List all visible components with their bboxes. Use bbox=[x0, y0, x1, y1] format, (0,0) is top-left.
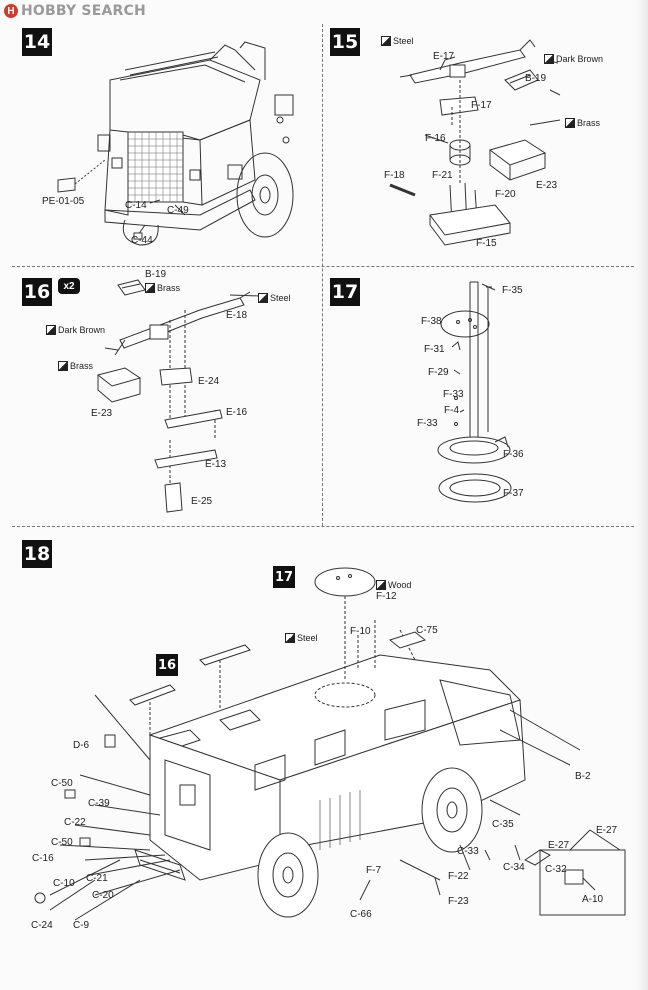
part-label: C-75 bbox=[416, 625, 438, 636]
step-18-vehicle-drawing bbox=[34, 567, 626, 921]
part-label: E-25 bbox=[191, 496, 213, 507]
part-label: E-24 bbox=[198, 376, 220, 387]
part-label: C-32 bbox=[545, 864, 567, 875]
logo-mark-icon: H bbox=[4, 4, 18, 18]
paint-icon bbox=[258, 293, 268, 303]
part-label: F-31 bbox=[424, 344, 445, 355]
part-label: C-66 bbox=[350, 909, 372, 920]
part-label: F-20 bbox=[495, 189, 516, 200]
site-logo[interactable]: H HOBBY SEARCH bbox=[4, 3, 146, 19]
quantity-badge: x2 bbox=[58, 278, 80, 294]
part-label: C-9 bbox=[73, 920, 90, 931]
step-18-badge: 18 bbox=[22, 540, 52, 568]
part-label: E-16 bbox=[226, 407, 248, 418]
paint-icon bbox=[544, 54, 554, 64]
part-label: C-22 bbox=[64, 817, 86, 828]
paint-callout-dark-brown: Dark Brown bbox=[46, 325, 105, 335]
part-label: F-33 bbox=[443, 389, 464, 400]
paint-icon bbox=[565, 118, 575, 128]
part-label: E-27 bbox=[596, 825, 618, 836]
paint-icon bbox=[381, 36, 391, 46]
part-label: C-34 bbox=[503, 862, 525, 873]
part-label: C-14 bbox=[125, 200, 147, 211]
paint-icon bbox=[376, 580, 386, 590]
part-label: C-21 bbox=[86, 873, 108, 884]
part-label: C-20 bbox=[92, 890, 114, 901]
logo-text: HOBBY SEARCH bbox=[21, 3, 146, 19]
part-label: E-23 bbox=[536, 180, 558, 191]
part-label: B-2 bbox=[575, 771, 591, 782]
part-label: E-23 bbox=[91, 408, 113, 419]
step-16-badge: 16 bbox=[22, 278, 52, 306]
part-label: E-18 bbox=[226, 310, 248, 321]
part-label: PE-01-05 bbox=[42, 196, 85, 207]
part-label: C-16 bbox=[32, 853, 54, 864]
horizontal-divider-1 bbox=[12, 266, 634, 267]
part-label: C-39 bbox=[88, 798, 110, 809]
part-label: D-6 bbox=[73, 740, 90, 751]
paint-icon bbox=[145, 283, 155, 293]
paint-callout-dark-brown: Dark Brown bbox=[544, 54, 603, 64]
part-label: E-17 bbox=[433, 51, 455, 62]
part-label: F-17 bbox=[471, 100, 492, 111]
part-label: C-44 bbox=[131, 235, 153, 246]
part-label: C-49 bbox=[167, 205, 189, 216]
step-ref-17-badge: 17 bbox=[273, 566, 295, 588]
horizontal-divider-2 bbox=[12, 526, 634, 527]
step-16-gun-mount-drawing bbox=[96, 279, 261, 513]
step-15-badge: 15 bbox=[330, 28, 360, 56]
part-label: F-12 bbox=[376, 591, 397, 602]
part-label: F-29 bbox=[428, 367, 449, 378]
part-label: A-10 bbox=[582, 894, 604, 905]
paint-icon bbox=[46, 325, 56, 335]
page-edge-shadow bbox=[636, 0, 648, 990]
part-label: F-16 bbox=[425, 133, 446, 144]
step-ref-16-badge: 16 bbox=[156, 654, 178, 676]
paint-callout-brass: Brass bbox=[565, 118, 600, 128]
paint-callout-steel: Steel bbox=[381, 36, 414, 46]
step-14-vehicle-front-drawing bbox=[57, 41, 294, 246]
paint-icon bbox=[285, 633, 295, 643]
part-label: F-10 bbox=[350, 626, 371, 637]
part-label: C-50 bbox=[51, 778, 73, 789]
part-label: E-27 bbox=[548, 840, 570, 851]
paint-callout-brass: Brass bbox=[58, 361, 93, 371]
part-label: C-50 bbox=[51, 837, 73, 848]
step-17-turret-ring-drawing bbox=[437, 281, 512, 503]
part-label: C-33 bbox=[457, 846, 479, 857]
step-17-badge: 17 bbox=[330, 278, 360, 306]
part-label: C-35 bbox=[492, 819, 514, 830]
part-label: F-37 bbox=[503, 488, 524, 499]
paint-callout-steel: Steel bbox=[258, 293, 291, 303]
step-14-badge: 14 bbox=[22, 28, 52, 56]
paint-callout-steel: Steel bbox=[285, 633, 318, 643]
step-15-gun-mount-drawing bbox=[389, 39, 561, 246]
part-label: F-33 bbox=[417, 418, 438, 429]
paint-callout-brass: Brass bbox=[145, 283, 180, 293]
part-label: F-35 bbox=[502, 285, 523, 296]
paint-callout-wood: Wood bbox=[376, 580, 411, 590]
part-label: F-23 bbox=[448, 896, 469, 907]
part-label: F-22 bbox=[448, 871, 469, 882]
part-label: F-38 bbox=[421, 316, 442, 327]
part-label: F-21 bbox=[432, 170, 453, 181]
part-label: B-19 bbox=[145, 269, 167, 280]
part-label: F-36 bbox=[503, 449, 524, 460]
part-label: C-10 bbox=[53, 878, 75, 889]
part-label: F-18 bbox=[384, 170, 405, 181]
paint-icon bbox=[58, 361, 68, 371]
part-label: F-4 bbox=[444, 405, 459, 416]
part-label: C-24 bbox=[31, 920, 53, 931]
part-label: B-19 bbox=[525, 73, 547, 84]
part-label: E-13 bbox=[205, 459, 227, 470]
vertical-divider-top bbox=[322, 24, 323, 526]
part-label: F-15 bbox=[476, 238, 497, 249]
part-label: F-7 bbox=[366, 865, 381, 876]
